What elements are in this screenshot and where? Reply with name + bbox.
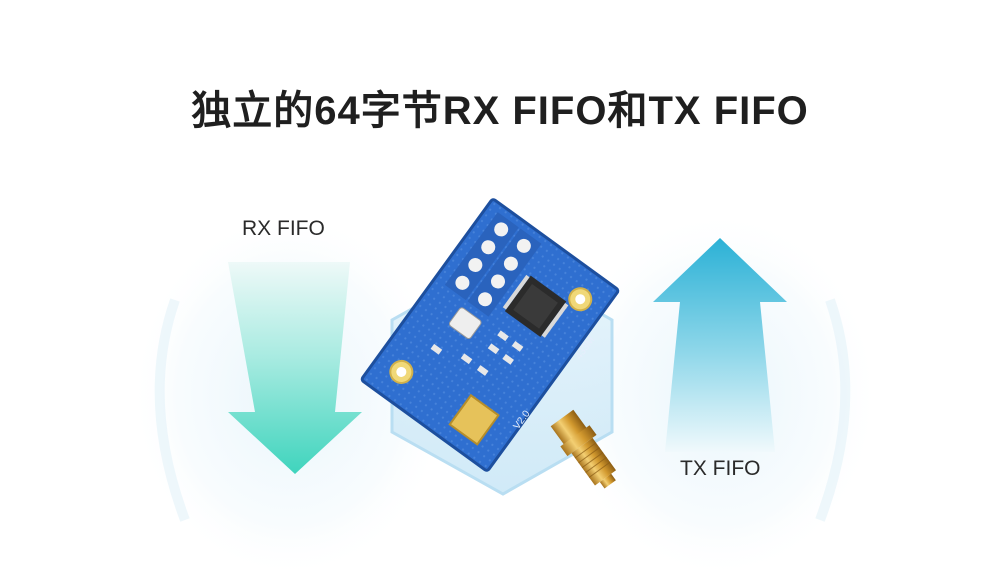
- crystal: [448, 307, 482, 340]
- header-pins: [444, 212, 542, 317]
- rx-down-arrow-icon: [228, 262, 362, 474]
- tx-fifo-label: TX FIFO: [680, 457, 761, 480]
- tx-up-arrow-icon: [653, 238, 787, 452]
- sma-connector-icon: [550, 409, 617, 489]
- rx-fifo-label: RX FIFO: [242, 217, 325, 240]
- page-title: 独立的64字节RX FIFO和TX FIFO: [191, 89, 809, 133]
- rf-chip: [502, 274, 569, 338]
- rf-module-image: [360, 198, 620, 472]
